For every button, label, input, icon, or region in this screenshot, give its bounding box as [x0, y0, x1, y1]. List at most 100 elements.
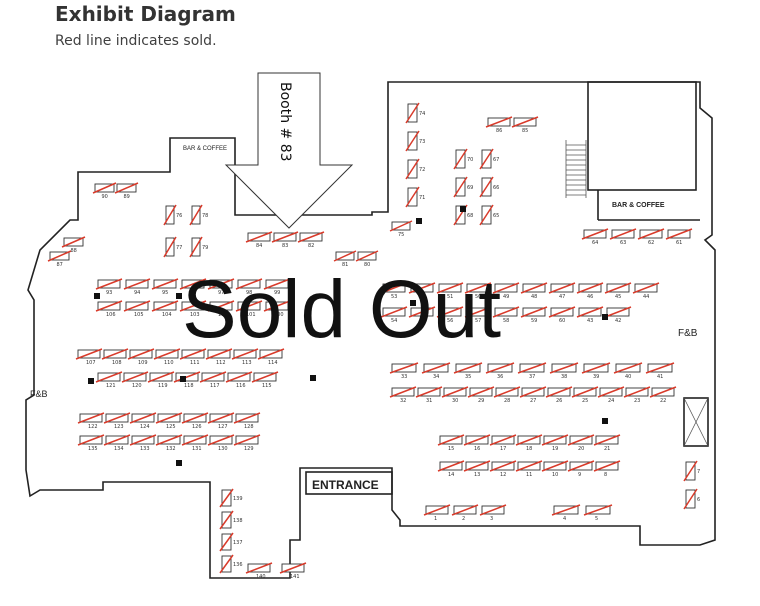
booth-number: 99	[274, 290, 280, 296]
booth-number: 7	[697, 469, 700, 475]
sold-line	[479, 504, 507, 516]
sold-line	[464, 306, 492, 318]
booth-number: 133	[140, 446, 150, 452]
booth-number: 95	[162, 290, 168, 296]
booth-number: 80	[364, 262, 370, 268]
booth-number: 124	[140, 424, 150, 430]
sold-line	[517, 362, 547, 374]
column-post	[88, 378, 94, 384]
sold-line	[405, 186, 420, 208]
column-post	[310, 375, 316, 381]
sold-line	[451, 504, 479, 516]
booth-15: 15	[437, 434, 465, 452]
booth-127: 127	[207, 412, 235, 430]
booth-number: 6	[697, 497, 700, 503]
booth-number: 108	[112, 360, 122, 366]
page-subtitle: Red line indicates sold.	[55, 33, 217, 49]
booth-65: 65	[479, 204, 499, 226]
booth-29: 29	[467, 386, 495, 404]
booth-number: 113	[242, 360, 252, 366]
sold-line	[489, 434, 517, 446]
sold-line	[47, 250, 72, 262]
booth-number: 63	[620, 240, 626, 246]
booth-number: 131	[192, 446, 202, 452]
booth-number: 85	[522, 128, 528, 134]
booth-number: 1	[434, 516, 437, 522]
booth-10: 10	[541, 460, 569, 478]
sold-line	[207, 412, 235, 424]
booth-number: 100	[274, 312, 284, 318]
booth-number: 120	[132, 383, 142, 389]
sold-line	[257, 348, 285, 360]
booth-number: 121	[106, 383, 116, 389]
booth-97: 97	[207, 278, 235, 296]
booth-37: 37	[517, 362, 547, 380]
booth-76: 76	[163, 204, 182, 226]
booth-number: 26	[556, 398, 562, 404]
sold-line	[453, 176, 468, 198]
booth-number: 125	[166, 424, 176, 430]
sold-line	[181, 434, 209, 446]
column-post	[460, 206, 466, 212]
sold-line	[103, 412, 131, 424]
booth-number: 59	[531, 318, 537, 324]
sold-line	[219, 488, 234, 508]
sold-line	[123, 278, 151, 290]
booth-47: 47	[548, 282, 576, 300]
booth-64: 64	[581, 228, 609, 246]
booth-number: 88	[71, 248, 77, 254]
booth-111: 111	[179, 348, 207, 366]
booth-98: 98	[235, 278, 263, 296]
sold-line	[436, 306, 464, 318]
booth-73: 73	[405, 130, 425, 152]
stair-steps	[565, 140, 587, 198]
booth-number: 56	[447, 318, 453, 324]
booth-49: 49	[492, 282, 520, 300]
sold-line	[114, 182, 139, 194]
sold-line	[207, 300, 235, 312]
booth-124: 124	[129, 412, 157, 430]
booth-number: 118	[184, 383, 194, 389]
sold-line	[225, 371, 253, 383]
booth-number: 41	[657, 374, 663, 380]
booth-number: 81	[342, 262, 348, 268]
sold-line	[567, 460, 595, 472]
booth-134: 134	[103, 434, 131, 452]
sold-line	[219, 554, 234, 574]
booth-number: 31	[426, 398, 432, 404]
sold-line	[129, 412, 157, 424]
sold-line	[489, 460, 517, 472]
booth-number: 83	[282, 243, 288, 249]
sold-line	[609, 228, 637, 240]
booth-number: 102	[218, 312, 228, 318]
sold-line	[121, 371, 149, 383]
booth-81: 81	[333, 250, 357, 268]
sold-line	[235, 278, 263, 290]
sold-line	[551, 504, 581, 516]
sold-line	[683, 460, 698, 482]
sold-line	[493, 386, 521, 398]
sold-line	[333, 250, 357, 262]
booth-66: 66	[479, 176, 499, 198]
booth-118: 118	[173, 371, 201, 389]
booth-number: 46	[587, 294, 593, 300]
booth-90: 90	[92, 182, 117, 200]
booth-number: 42	[615, 318, 621, 324]
sold-line	[179, 300, 207, 312]
sold-line	[408, 282, 436, 294]
sold-line	[123, 300, 151, 312]
booth-number: 44	[643, 294, 649, 300]
booth-number: 43	[587, 318, 593, 324]
booth-45: 45	[604, 282, 632, 300]
fb-label-left: F&B	[30, 389, 48, 399]
column-post	[176, 293, 182, 299]
booth-number: 52	[419, 294, 425, 300]
booth-112: 112	[205, 348, 233, 366]
booth-11: 11	[515, 460, 543, 478]
booth-33: 33	[389, 362, 419, 380]
page-title: Exhibit Diagram	[55, 2, 236, 26]
sold-line	[583, 504, 613, 516]
booth-99: 99	[263, 278, 291, 296]
booth-number: 129	[244, 446, 254, 452]
booth-number: 22	[660, 398, 666, 404]
